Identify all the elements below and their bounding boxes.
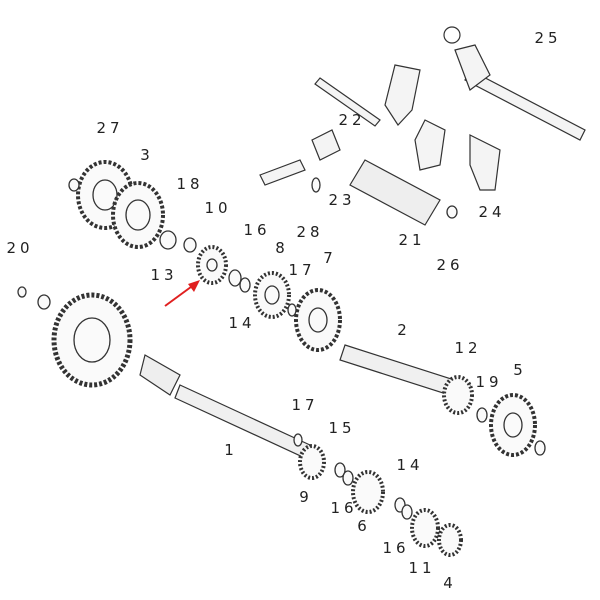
gear-10	[196, 245, 228, 285]
washer-15	[334, 462, 346, 478]
part-label: 2	[397, 321, 411, 339]
star-plate	[311, 129, 341, 161]
shift-drum	[349, 159, 441, 226]
washer-14	[239, 277, 251, 293]
part-label: 7	[323, 249, 337, 267]
clip-17	[287, 303, 297, 317]
part-label: 6	[357, 517, 371, 535]
part-label: 26	[436, 256, 464, 274]
part-label: 28	[296, 223, 324, 241]
part-label: 16	[382, 539, 410, 557]
part-label: 5	[513, 361, 527, 379]
part-label: 24	[478, 203, 506, 221]
spring-23	[311, 177, 321, 193]
washer	[37, 294, 51, 310]
washer	[534, 440, 546, 456]
part-label: 22	[338, 111, 366, 129]
part-label: 25	[534, 29, 562, 47]
part-label: 8	[275, 239, 289, 257]
part-label: 3	[140, 146, 154, 164]
clutch-gear	[51, 292, 133, 388]
spring	[443, 26, 461, 44]
gear-6	[351, 470, 385, 514]
part-label: 15	[328, 419, 356, 437]
mainshaft-end	[139, 354, 181, 396]
gear-5	[489, 393, 537, 457]
fork-shaft	[314, 77, 381, 127]
part-label: 17	[288, 261, 316, 279]
washer-19	[476, 407, 488, 423]
part-label: 21	[398, 231, 426, 249]
washer	[68, 178, 80, 192]
part-label: 14	[396, 456, 424, 474]
gear-4	[437, 523, 463, 557]
part-label: 27	[96, 119, 124, 137]
clip-17	[293, 433, 303, 447]
part-label: 10	[204, 199, 232, 217]
part-label: 11	[408, 559, 436, 577]
gear-9	[298, 444, 326, 480]
highlight-arrow	[164, 280, 200, 307]
part-label: 16	[330, 499, 358, 517]
part-label: 17	[291, 396, 319, 414]
washer-16	[401, 504, 413, 520]
part-label: 16	[243, 221, 271, 239]
shift-arm	[454, 44, 491, 91]
gear-8	[253, 271, 291, 319]
part-label: 20	[6, 239, 34, 257]
washer-16	[228, 269, 242, 287]
part-label: 14	[228, 314, 256, 332]
part-label: 18	[176, 175, 204, 193]
clip-26	[446, 205, 458, 219]
gear-3	[111, 181, 165, 249]
washer-20	[17, 286, 27, 298]
shift-fork	[469, 134, 501, 191]
stopper-arm	[259, 159, 306, 186]
part-label: 9	[299, 488, 313, 506]
washer-18	[183, 237, 197, 253]
bushing-13	[159, 230, 177, 250]
part-label: 4	[443, 574, 457, 592]
part-label: 12	[454, 339, 482, 357]
part-label: 1	[224, 441, 238, 459]
part-label: 19	[475, 373, 503, 391]
washer-16	[342, 470, 354, 486]
shift-fork	[384, 64, 421, 126]
gear-7	[294, 288, 342, 352]
part-label: 23	[328, 191, 356, 209]
mainshaft	[174, 384, 311, 459]
gear-12	[442, 375, 474, 415]
shift-fork	[414, 119, 446, 171]
gear-11	[410, 508, 440, 548]
part-label: 13	[150, 266, 178, 284]
